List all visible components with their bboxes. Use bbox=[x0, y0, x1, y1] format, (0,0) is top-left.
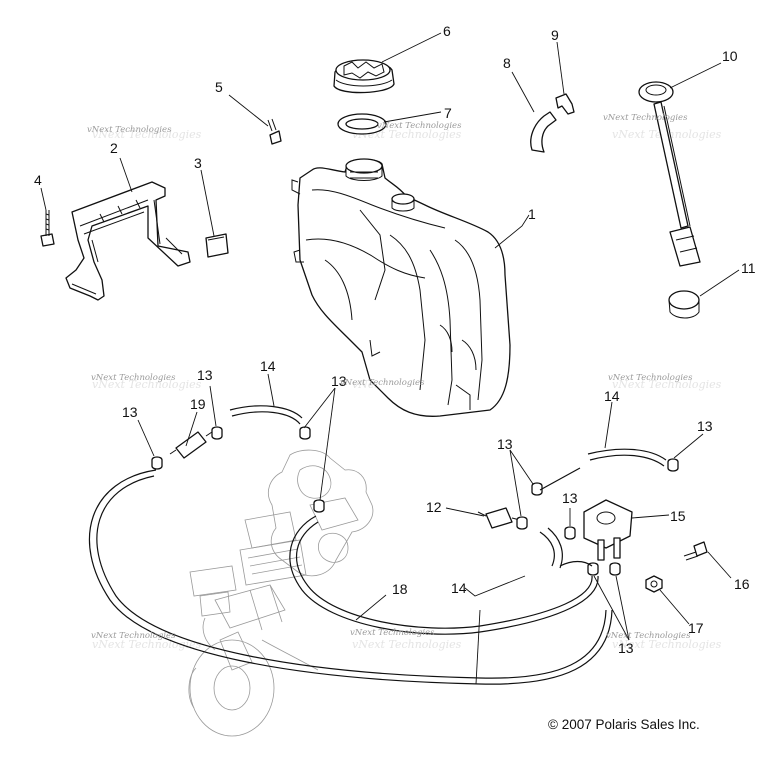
vent-fitting bbox=[555, 93, 575, 115]
watermark-label: vNext Technologies bbox=[608, 373, 693, 383]
fuel-filter bbox=[477, 507, 521, 529]
inline-filter bbox=[169, 431, 213, 459]
callout-13: 13 bbox=[122, 404, 138, 420]
screw-16 bbox=[683, 541, 708, 561]
watermark-label: vNext Technologies bbox=[603, 113, 688, 123]
watermark-ghost: vNext Technologies bbox=[92, 128, 202, 141]
rubber-pad bbox=[205, 233, 229, 258]
watermark-label: vNext Technologies bbox=[91, 373, 176, 383]
callout-2: 2 bbox=[110, 140, 118, 156]
callout-5: 5 bbox=[215, 79, 223, 95]
callout-13: 13 bbox=[197, 367, 213, 383]
leader-lines bbox=[40, 32, 740, 685]
callout-17: 17 bbox=[688, 620, 704, 636]
fuel-cap bbox=[333, 59, 395, 94]
watermark-label: vNext Technologies bbox=[340, 378, 425, 388]
bolt-4 bbox=[40, 210, 55, 247]
callout-4: 4 bbox=[34, 172, 42, 188]
screw-5 bbox=[267, 118, 282, 145]
callout-14: 14 bbox=[451, 580, 467, 596]
fuel-tank bbox=[291, 158, 511, 417]
callout-14: 14 bbox=[604, 388, 620, 404]
hose-clamps bbox=[151, 426, 679, 576]
nut-17 bbox=[645, 575, 663, 593]
tank-bracket bbox=[65, 181, 191, 301]
fuel-pump bbox=[583, 499, 633, 561]
fuel-level-sender bbox=[638, 81, 701, 267]
watermark-label: vNext Technologies bbox=[91, 631, 176, 641]
watermark-label: vNext Technologies bbox=[606, 631, 691, 641]
callout-13: 13 bbox=[497, 436, 513, 452]
callout-6: 6 bbox=[443, 23, 451, 39]
callout-15: 15 bbox=[670, 508, 686, 524]
callout-10: 10 bbox=[722, 48, 738, 64]
watermark-ghost: vNext Technologies bbox=[92, 638, 202, 651]
watermark-label: vNext Technologies bbox=[87, 125, 172, 135]
callout-16: 16 bbox=[734, 576, 750, 592]
watermarks: vNext Technologies vNext Technologies vN… bbox=[87, 113, 693, 641]
watermark-ghost: vNext Technologies bbox=[92, 378, 202, 391]
callout-18: 18 bbox=[392, 581, 408, 597]
callout-numbers: 1 2 3 4 5 6 7 8 9 10 11 12 13 13 13 13 1… bbox=[34, 23, 756, 656]
watermark-ghosts: vNext Technologies vNext Technologies vN… bbox=[92, 128, 722, 651]
vent-hose bbox=[530, 111, 557, 153]
callout-13: 13 bbox=[697, 418, 713, 434]
fuel-hoses bbox=[88, 405, 667, 685]
watermark-label: vNext Technologies bbox=[350, 628, 435, 638]
copyright-notice: © 2007 Polaris Sales Inc. bbox=[548, 717, 700, 732]
callout-12: 12 bbox=[426, 499, 442, 515]
callout-19: 19 bbox=[190, 396, 206, 412]
callout-9: 9 bbox=[551, 27, 559, 43]
callout-11: 11 bbox=[741, 260, 756, 276]
callout-13: 13 bbox=[562, 490, 578, 506]
callout-7: 7 bbox=[444, 105, 452, 121]
callout-13: 13 bbox=[618, 640, 634, 656]
callout-8: 8 bbox=[503, 55, 511, 71]
callout-14: 14 bbox=[260, 358, 276, 374]
callout-13: 13 bbox=[331, 373, 347, 389]
watermark-label: vNext Technologies bbox=[377, 121, 462, 131]
callout-3: 3 bbox=[194, 155, 202, 171]
callout-1: 1 bbox=[528, 206, 536, 222]
watermark-ghost: vNext Technologies bbox=[352, 638, 462, 651]
engine-background bbox=[188, 449, 374, 737]
watermark-ghost: vNext Technologies bbox=[612, 638, 722, 651]
cap-gasket bbox=[337, 113, 387, 135]
watermark-ghost: vNext Technologies bbox=[612, 378, 722, 391]
sender-grommet bbox=[668, 290, 700, 319]
